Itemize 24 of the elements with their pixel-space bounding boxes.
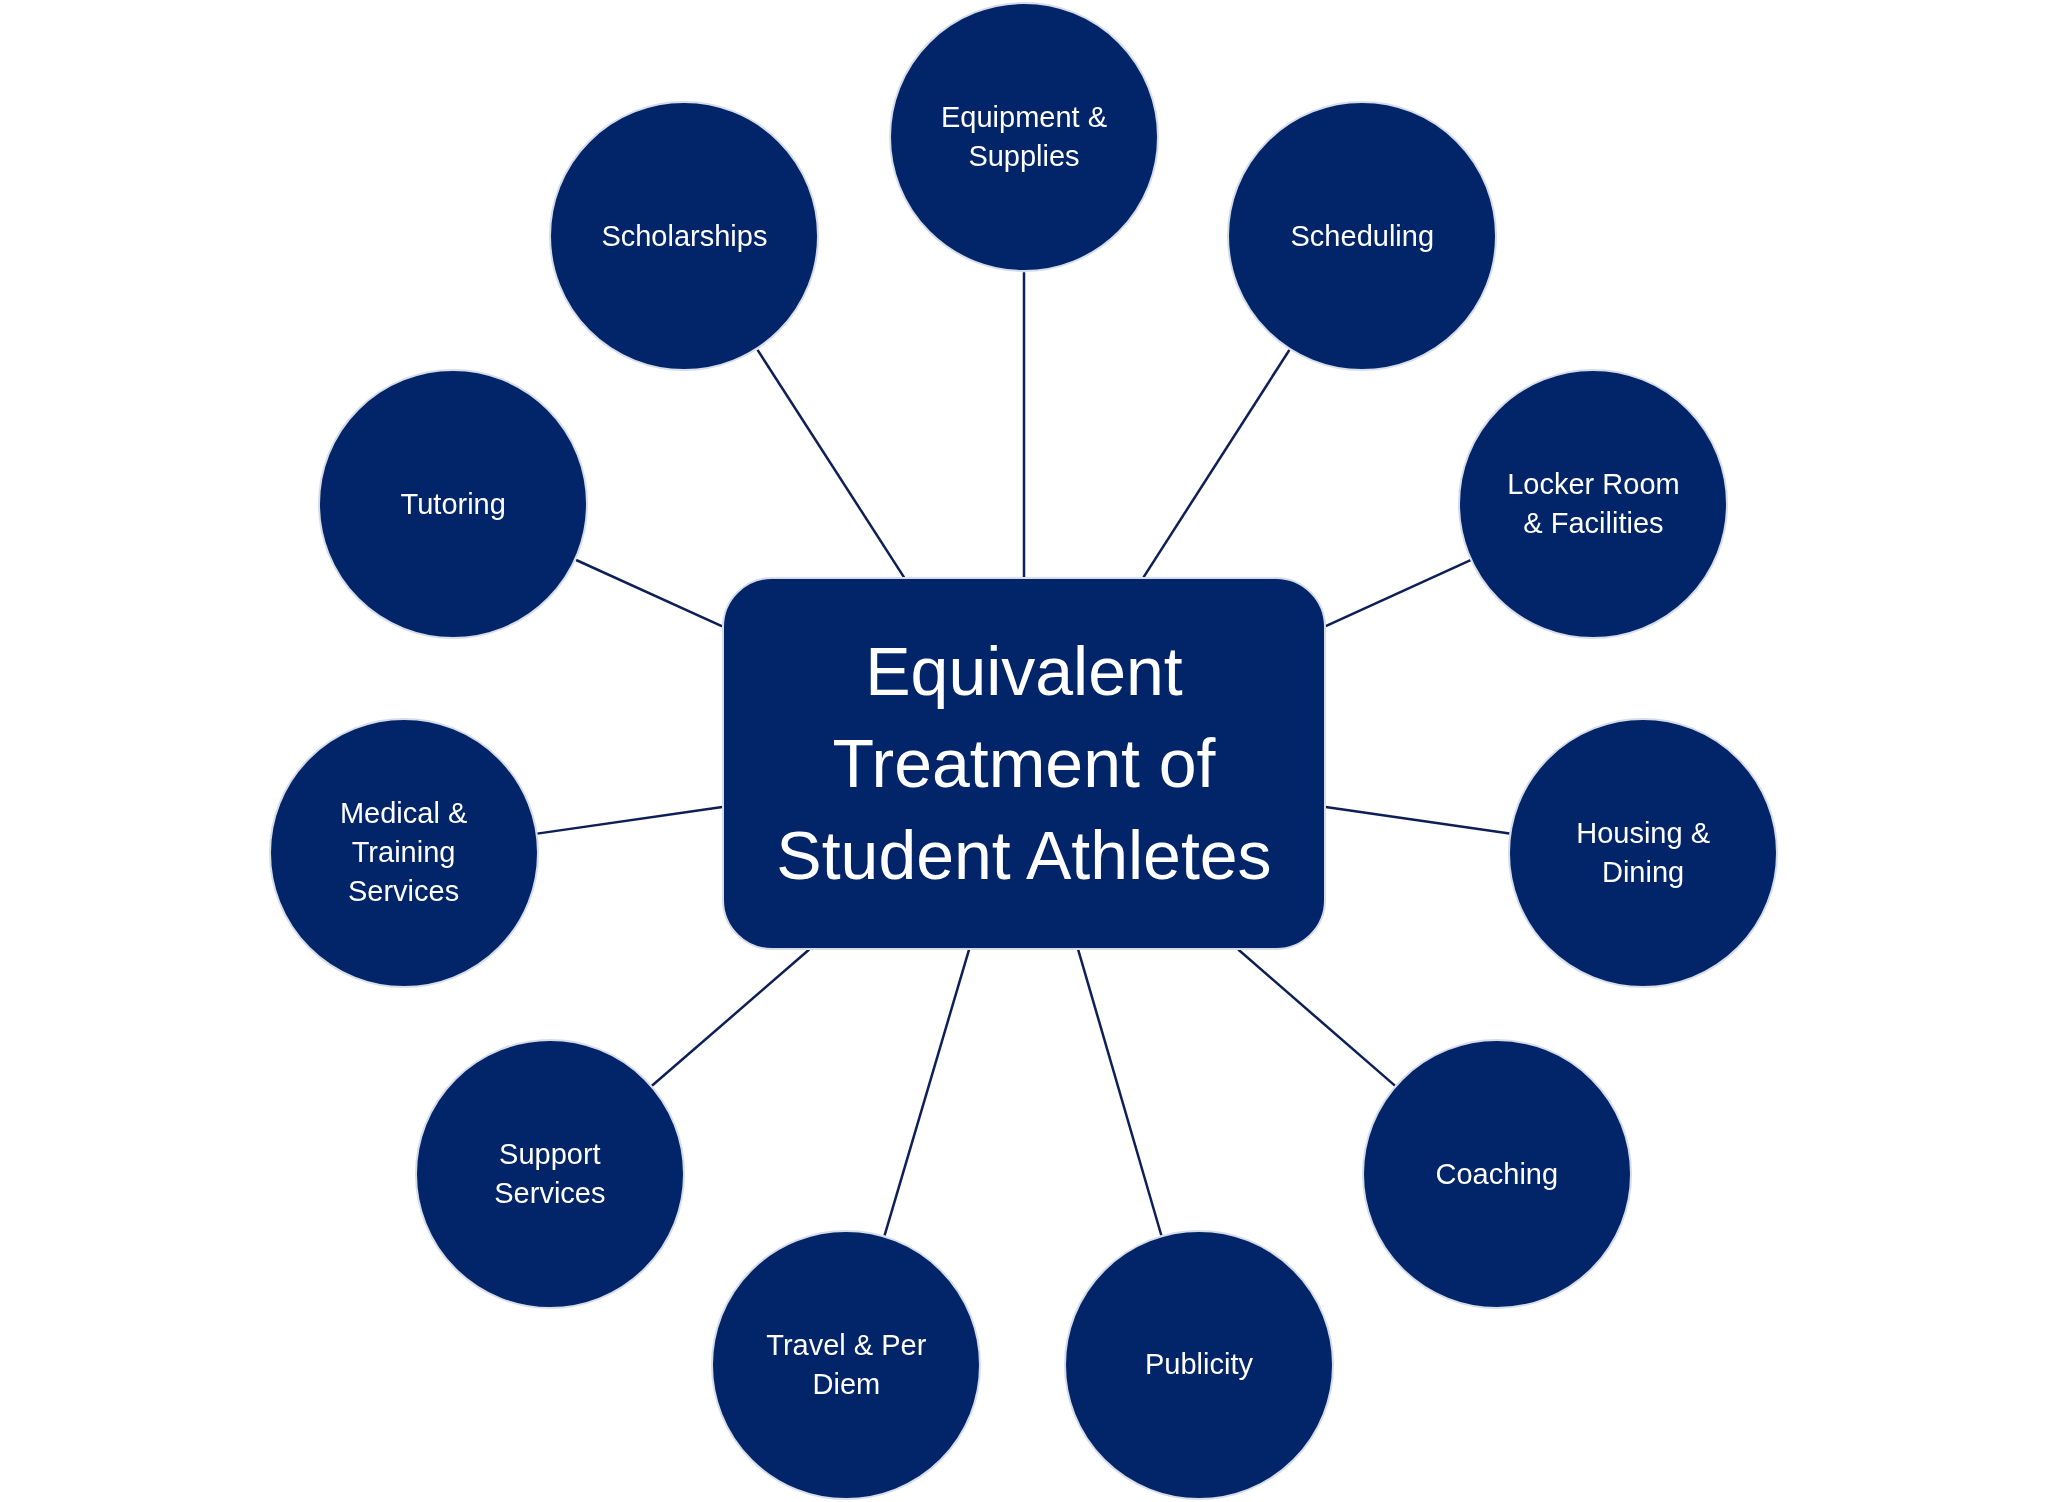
node-label: Medical & Training Services	[338, 796, 469, 910]
node-label: Housing & Dining	[1575, 815, 1711, 890]
node-label: Equipment & Supplies	[939, 100, 1108, 175]
connector-line	[1076, 949, 1163, 1236]
node-label: Scheduling	[1290, 218, 1435, 254]
connector-line	[756, 349, 906, 578]
connector-line	[1325, 805, 1510, 835]
node-label: Publicity	[1145, 1347, 1253, 1383]
node-label: Coaching	[1435, 1156, 1559, 1192]
node-label: Support Services	[493, 1137, 607, 1212]
node-label: Equivalent Treatment of Student Athletes	[775, 632, 1273, 896]
node-label: Travel & Per Diem	[765, 1327, 928, 1402]
connector-line	[883, 949, 971, 1236]
connector-line	[651, 948, 810, 1087]
connector-line	[1237, 948, 1396, 1087]
node-label: Scholarships	[601, 218, 768, 254]
connector-line	[1022, 272, 1026, 578]
connector-line	[575, 558, 723, 628]
node-label: Locker Room & Facilities	[1506, 467, 1681, 542]
connector-line	[537, 805, 723, 835]
node-label: Tutoring	[400, 486, 506, 522]
connector-line	[1325, 558, 1472, 628]
central-topic-box	[722, 577, 1326, 950]
connector-line	[1142, 349, 1291, 578]
